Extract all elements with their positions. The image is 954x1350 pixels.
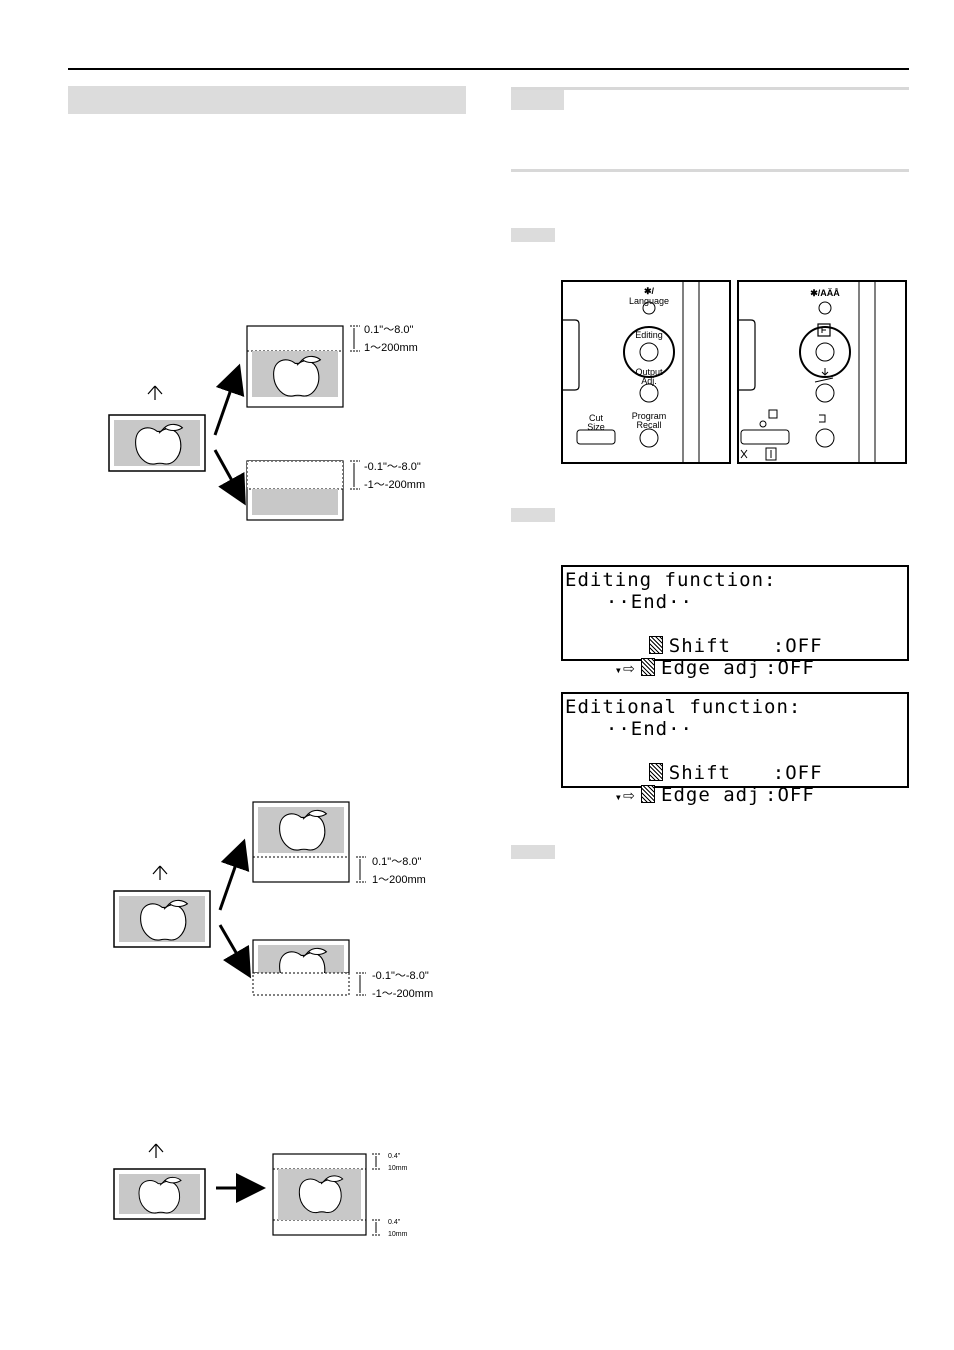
shift-down-range-label: -0.1"～-8.0" -1～-200mm — [364, 461, 426, 491]
shift-up-range-label: 0.1"～8.0" 1～200mm — [364, 324, 418, 354]
header-rule — [68, 68, 909, 70]
fig2-down-range-label: -0.1"～-8.0" -1～-200mm — [372, 970, 434, 1000]
up-arrow-icon — [152, 865, 168, 880]
up-arrow-icon — [148, 1143, 164, 1158]
operation-panel-left: ✱/ Language Editing Output Adj. Cut Size… — [561, 280, 731, 464]
operation-panel-right: ✱/AÄÅ — [737, 280, 907, 464]
lcd-edge-row: ▾⇨Edge adj:OFF — [614, 657, 815, 679]
step-marker-1 — [511, 228, 555, 242]
lcd-title: Editing function: — [565, 569, 777, 591]
lcd-end-row: ··End·· — [581, 591, 693, 613]
edge-adjust-diagram — [113, 1143, 380, 1236]
lcd-display-1: Editing function: ··End·· Shift:OFF ▾⇨Ed… — [561, 565, 909, 679]
lcd-end-row: ··End·· — [581, 718, 693, 740]
selection-arrow-icon: ⇨ — [623, 784, 636, 806]
shift-diagram-1 — [108, 325, 360, 521]
shift-diagram-2 — [113, 801, 366, 996]
function-key[interactable] — [816, 343, 834, 361]
cursor-arrow-icon: ▾ — [614, 663, 623, 677]
page-icon — [648, 763, 663, 781]
edge-top-label: 0.4" 10mm — [388, 1153, 408, 1172]
program-recall-key-label: Program Recall — [631, 411, 667, 430]
lcd-edge-row: ▾⇨Edge adj:OFF — [614, 784, 815, 806]
page-icon — [641, 658, 655, 676]
section-title-bar — [68, 86, 466, 114]
lcd-title: Editional function: — [565, 696, 802, 718]
language-key-label: ✱/AÄÅ — [810, 288, 840, 298]
step-marker-2 — [511, 508, 555, 522]
note-bottom-rule — [511, 169, 909, 172]
editing-key-label: Editing — [635, 330, 663, 340]
language-key-label: ✱/ Language — [628, 286, 670, 306]
note-top-rule — [511, 87, 909, 90]
page-icon — [648, 636, 663, 654]
step-marker-3 — [511, 845, 555, 859]
note-tab — [511, 90, 564, 110]
edge-bottom-label: 0.4" 10mm — [388, 1219, 408, 1238]
fig2-up-range-label: 0.1"～8.0" 1～200mm — [372, 856, 426, 886]
lcd-shift-row: Shift:OFF — [599, 613, 823, 679]
page-icon — [641, 785, 655, 803]
cursor-arrow-icon: ▾ — [614, 790, 623, 804]
lcd-display-2: Editional function: ··End·· Shift:OFF ▾⇨… — [561, 692, 909, 806]
selection-arrow-icon: ⇨ — [623, 657, 636, 679]
editing-key[interactable] — [640, 343, 658, 361]
cut-size-key-label: Cut Size — [587, 413, 605, 432]
up-arrow-icon — [147, 385, 163, 400]
output-adj-key-label: Output Adj. — [635, 367, 663, 386]
lcd-shift-row: Shift:OFF — [599, 740, 823, 806]
